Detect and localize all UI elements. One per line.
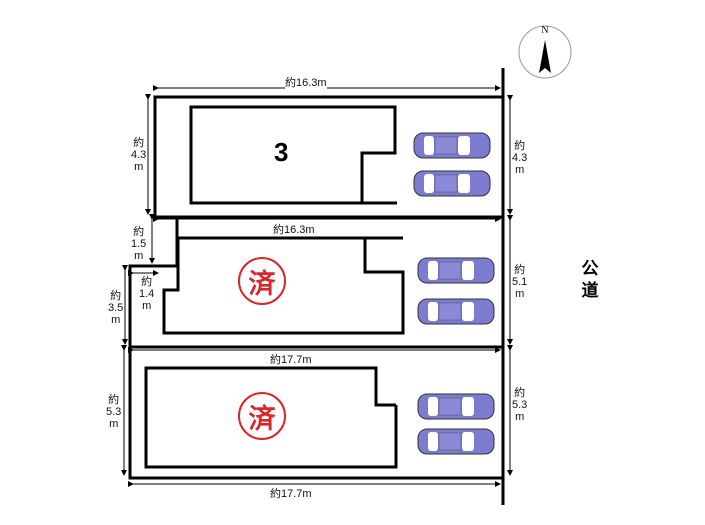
lot-1-width: 約17.7m <box>270 354 312 366</box>
passage-width: 約 1.4 m <box>139 276 155 312</box>
car-icon <box>413 132 491 159</box>
building-lot-1 <box>144 366 398 469</box>
car-icon <box>417 393 495 420</box>
sold-stamp: 済 <box>238 392 286 440</box>
passage-length: 約 1.5 m <box>131 226 147 262</box>
lot-2-depth-left: 約 3.5 m <box>108 290 124 326</box>
lot-2-depth-right: 約 5.1 m <box>512 264 528 300</box>
lot-3-number: 3 <box>274 137 289 167</box>
compass-north-label: N <box>541 25 549 36</box>
building-lot-2 <box>162 236 405 335</box>
sold-stamp: 済 <box>238 257 286 305</box>
car-icon <box>417 428 495 455</box>
public-road-label: 公 道 <box>581 259 599 300</box>
lot-1-depth-right: 約 5.3 m <box>512 387 528 423</box>
top-width-label: 約16.3m <box>285 77 327 89</box>
lot-2-width: 約16.3m <box>273 224 315 236</box>
car-icon <box>417 298 495 325</box>
car-icon <box>417 257 495 284</box>
lot-3-depth-right: 約 4.3 m <box>512 140 528 176</box>
lot-3-depth-left: 約 4.3 m <box>131 137 147 173</box>
lot-1-boundary <box>128 347 503 480</box>
compass-icon <box>518 25 572 79</box>
building-lot-3 <box>189 105 397 205</box>
lot-1-depth-left: 約 5.3 m <box>106 394 122 430</box>
lot-1-width-bottom: 約17.7m <box>270 488 312 500</box>
car-icon <box>413 170 491 197</box>
